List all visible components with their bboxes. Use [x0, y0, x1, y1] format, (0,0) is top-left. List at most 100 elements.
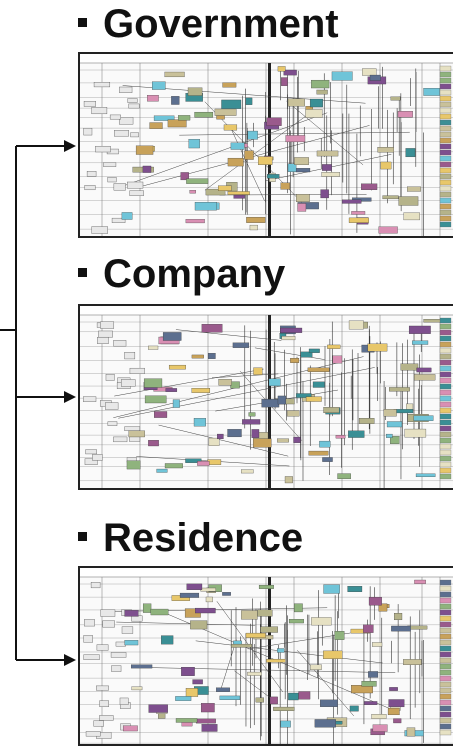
diagram-node — [113, 436, 128, 443]
diagram-connector — [158, 424, 289, 457]
diagram-node — [298, 691, 311, 700]
diagram-node — [123, 725, 138, 732]
diagram-node — [390, 96, 401, 101]
diagram-legend-swatch — [439, 675, 452, 682]
diagram-legend-swatch — [439, 585, 452, 592]
diagram-legend-swatch — [439, 455, 452, 462]
diagram-node — [316, 150, 339, 157]
diagram-legend-swatch — [439, 705, 452, 712]
diagram-connector — [115, 112, 328, 189]
diagram-legend-swatch — [439, 77, 452, 84]
bullet-icon — [78, 17, 87, 27]
diagram-node — [277, 395, 287, 405]
diagram-node — [415, 473, 436, 478]
heading-government: Government — [78, 4, 339, 44]
diagram-legend-swatch — [439, 203, 452, 210]
diagram-node — [149, 122, 163, 129]
diagram-legend-swatch — [439, 95, 452, 102]
diagram-legend-swatch — [439, 711, 452, 718]
diagram-node — [129, 367, 145, 374]
diagram-node — [249, 224, 258, 231]
diagram-legend-swatch — [439, 591, 452, 598]
diagram-legend-swatch — [439, 101, 452, 108]
diagram-node — [98, 330, 113, 338]
diagram-node — [364, 701, 378, 705]
diagram-node — [296, 194, 310, 202]
diagram-node — [319, 440, 331, 448]
diagram-legend-swatch — [439, 473, 452, 480]
diagram-node — [288, 692, 299, 701]
diagram-legend-swatch — [439, 467, 452, 474]
diagram-node — [281, 336, 296, 341]
diagram-node — [368, 671, 379, 678]
diagram-legend-swatch — [439, 669, 452, 676]
diagram-legend-swatch — [439, 443, 452, 450]
diagram-node — [244, 150, 254, 160]
diagram-node — [147, 95, 159, 102]
diagram-node — [130, 132, 139, 138]
diagram-node — [129, 436, 141, 442]
diagram-legend-swatch — [439, 119, 452, 126]
diagram-node — [296, 393, 312, 398]
diagram-node — [222, 592, 231, 596]
diagram-legend-swatch — [439, 401, 452, 408]
diagram-node — [232, 342, 250, 348]
diagram-node — [126, 460, 141, 470]
diagram-legend-swatch — [439, 431, 452, 438]
diagram-node — [335, 435, 346, 439]
diagram-node — [83, 619, 95, 627]
diagram-legend-swatch — [439, 365, 452, 372]
diagram-node — [162, 332, 182, 341]
diagram-legend-swatch — [439, 317, 452, 324]
diagram-node — [349, 705, 359, 712]
diagram-node — [400, 363, 419, 371]
diagram-node — [362, 68, 377, 76]
diagram-node — [175, 696, 192, 701]
diagram-legend-swatch — [439, 335, 452, 342]
diagram-node — [255, 697, 265, 703]
diagram-node — [216, 115, 225, 120]
diagram-node — [201, 724, 218, 732]
diagram-node — [281, 77, 288, 86]
diagram-node — [390, 436, 400, 444]
diagram-node — [207, 459, 222, 465]
diagram-node — [179, 592, 200, 598]
diagram-node — [205, 188, 226, 196]
diagram-node — [93, 82, 111, 88]
diagram-node — [293, 436, 301, 443]
diagram-node — [387, 707, 400, 716]
diagram-node — [111, 665, 122, 672]
diagram-node — [407, 186, 421, 192]
diagram-node — [391, 625, 411, 632]
diagram-node — [124, 426, 141, 431]
diagram-node — [266, 117, 282, 126]
diagram-node — [131, 686, 143, 691]
diagram-connector — [297, 650, 354, 717]
diagram-node — [245, 632, 266, 638]
diagram-node — [111, 217, 126, 223]
diagram-node — [363, 624, 374, 633]
diagram-node — [314, 719, 336, 728]
diagram-node — [222, 82, 237, 88]
diagram-legend-swatch — [439, 579, 452, 586]
diagram-legend-swatch — [439, 125, 452, 132]
diagram-node — [195, 718, 216, 724]
diagram-node — [158, 713, 166, 719]
diagram-node — [223, 124, 238, 131]
diagram-node — [368, 596, 382, 606]
bullet-icon — [78, 531, 87, 541]
diagram-node — [273, 706, 295, 711]
diagram-legend-swatch — [439, 639, 452, 646]
diagram-legend-swatch — [439, 419, 452, 426]
diagram-node — [382, 195, 399, 200]
diagram-legend-swatch — [439, 651, 452, 658]
diagram-node — [233, 194, 245, 199]
diagram-node — [142, 165, 152, 173]
diagram-legend-swatch — [439, 131, 452, 138]
diagram-node — [84, 458, 98, 465]
diagram-node — [288, 619, 304, 624]
diagram-node — [153, 115, 175, 121]
diagram-legend-swatch — [439, 353, 452, 360]
diagram-node — [287, 98, 305, 107]
diagram-node — [178, 115, 191, 121]
